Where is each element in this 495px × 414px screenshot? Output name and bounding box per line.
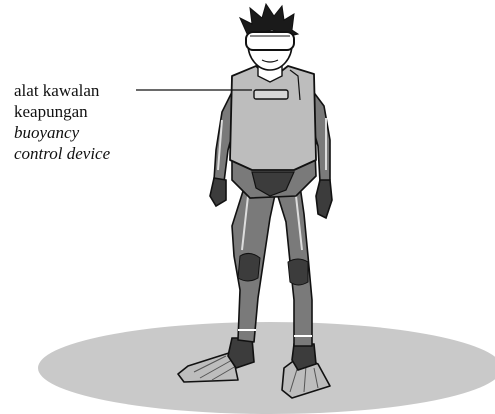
dive-mask bbox=[246, 32, 294, 50]
label-english-line1: buoyancy bbox=[14, 122, 110, 143]
buoyancy-vest bbox=[230, 66, 316, 170]
annotation-label: alat kawalan keapungan buoyancy control … bbox=[14, 80, 110, 164]
legs bbox=[232, 186, 312, 346]
label-malay-line1: alat kawalan bbox=[14, 80, 110, 101]
vest-pocket bbox=[254, 90, 288, 99]
label-malay-line2: keapungan bbox=[14, 101, 110, 122]
ground-shadow bbox=[38, 322, 495, 414]
label-english-line2: control device bbox=[14, 143, 110, 164]
